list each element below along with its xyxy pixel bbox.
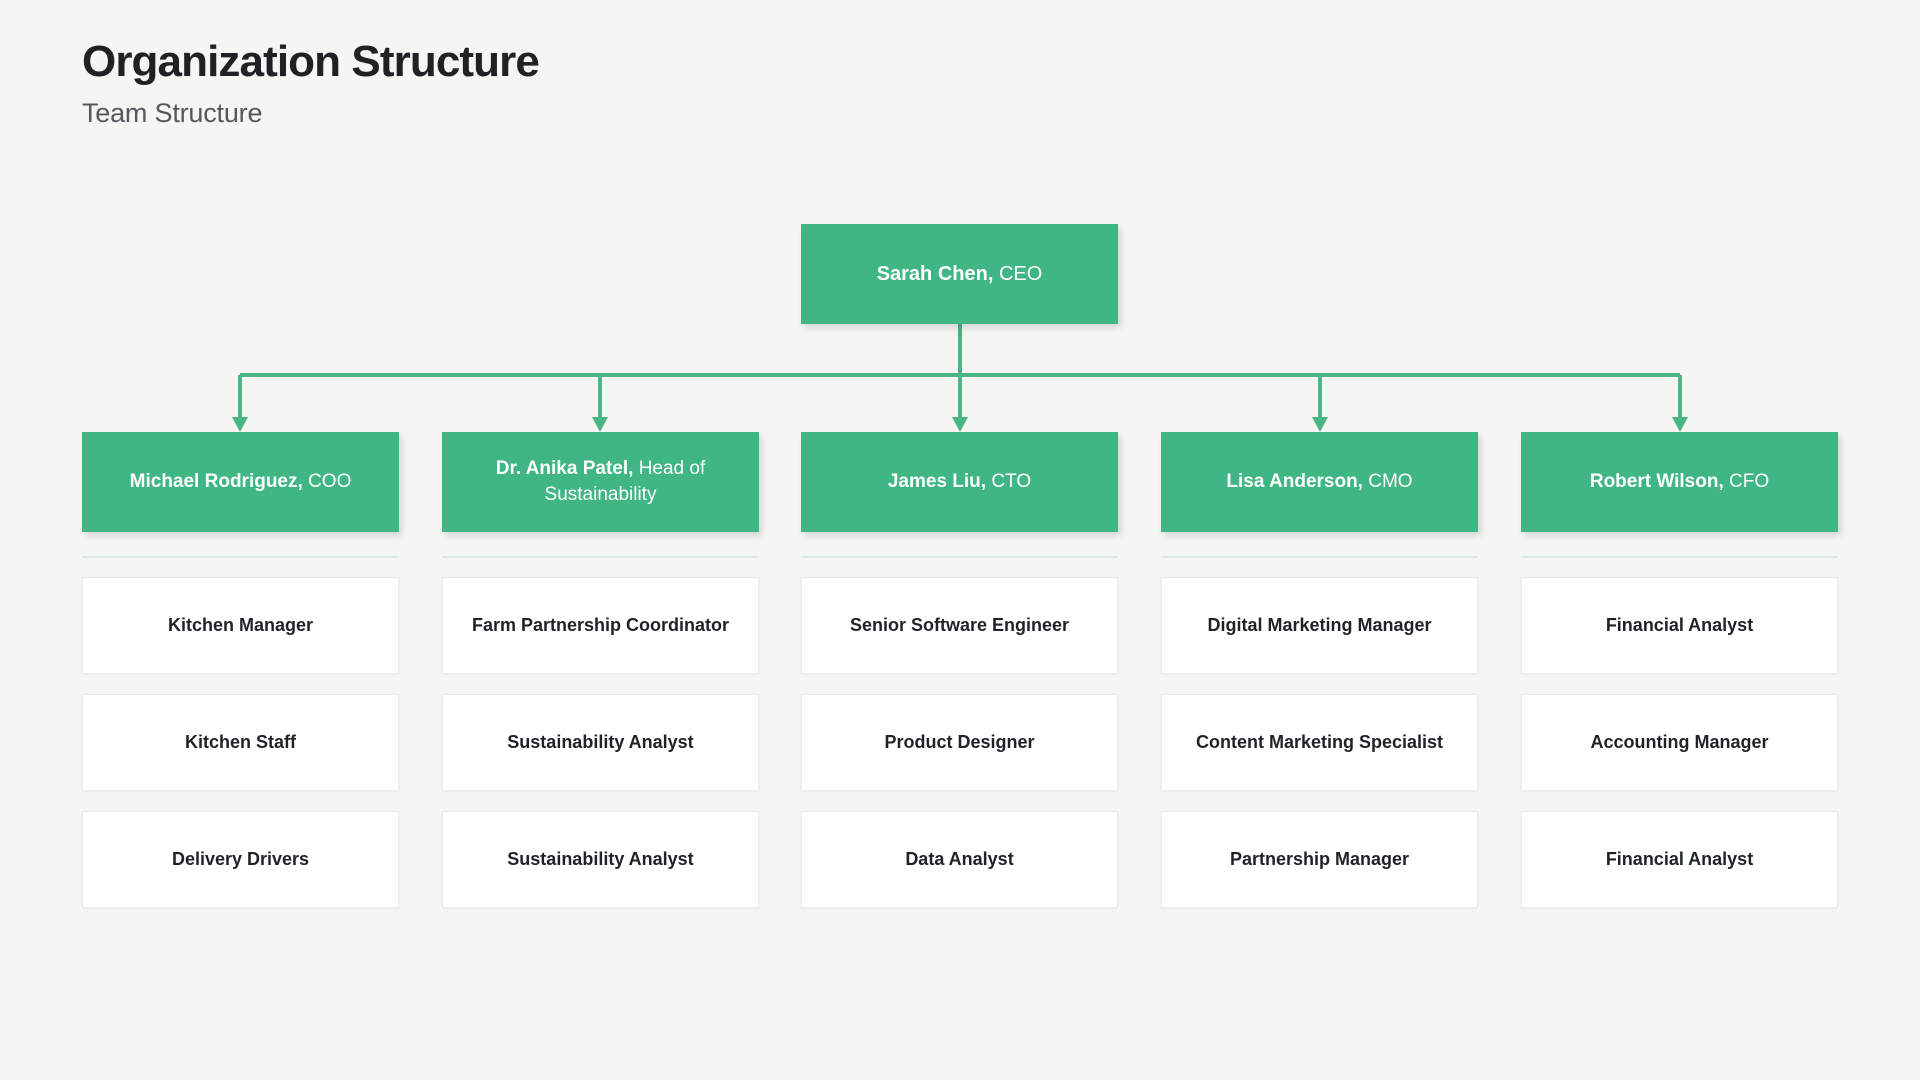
column-divider xyxy=(442,556,759,558)
node-manager-role: CMO xyxy=(1368,471,1413,493)
node-manager-name: James Liu, xyxy=(887,471,987,493)
arrowhead-4 xyxy=(1672,417,1688,432)
chart-header: Organization Structure Team Structure xyxy=(82,37,540,129)
node-manager-text: Michael Rodriguez, COO xyxy=(130,469,352,495)
node-manager-cmo[interactable]: Lisa Anderson, CMO xyxy=(1161,432,1478,532)
node-ceo-name: Sarah Chen, xyxy=(876,262,994,285)
report-card-label: Delivery Drivers xyxy=(171,848,310,869)
report-card-label: Senior Software Engineer xyxy=(849,614,1070,635)
report-card-label: Financial Analyst xyxy=(1605,848,1754,869)
report-card-label: Sustainability Analyst xyxy=(507,848,694,869)
node-manager-role: CTO xyxy=(991,471,1032,493)
node-manager-coo[interactable]: Michael Rodriguez, COO xyxy=(82,432,399,532)
column-divider xyxy=(1161,556,1478,558)
arrowhead-2 xyxy=(952,417,968,432)
report-card[interactable]: Product Designer xyxy=(801,694,1118,791)
node-manager-text: Lisa Anderson, CMO xyxy=(1226,469,1412,495)
node-manager-sustainability[interactable]: Dr. Anika Patel, Head of Sustainability xyxy=(442,432,759,532)
node-ceo-text: Sarah Chen, CEO xyxy=(877,261,1043,288)
report-card-label: Product Designer xyxy=(884,731,1035,752)
node-manager-text: Robert Wilson, CFO xyxy=(1590,469,1769,495)
report-card[interactable]: Delivery Drivers xyxy=(82,811,399,908)
report-card[interactable]: Content Marketing Specialist xyxy=(1161,694,1478,791)
report-card-label: Content Marketing Specialist xyxy=(1195,731,1444,752)
report-card[interactable]: Data Analyst xyxy=(801,811,1118,908)
node-ceo-role: CEO xyxy=(998,262,1043,285)
page-subtitle: Team Structure xyxy=(82,97,263,128)
report-card-label: Sustainability Analyst xyxy=(507,731,694,752)
column-divider xyxy=(82,556,399,558)
report-card[interactable]: Senior Software Engineer xyxy=(801,577,1118,674)
report-card-label: Kitchen Manager xyxy=(167,614,314,635)
report-card[interactable]: Accounting Manager xyxy=(1521,694,1838,791)
node-manager-cfo[interactable]: Robert Wilson, CFO xyxy=(1521,432,1838,532)
arrowhead-3 xyxy=(1312,417,1328,432)
page-title: Organization Structure xyxy=(82,37,540,86)
node-manager-text: James Liu, CTO xyxy=(888,469,1031,495)
report-card[interactable]: Sustainability Analyst xyxy=(442,811,759,908)
node-manager-cto[interactable]: James Liu, CTO xyxy=(801,432,1118,532)
node-manager-role: CFO xyxy=(1729,471,1770,493)
node-manager-name: Robert Wilson, xyxy=(1589,471,1724,493)
node-manager-role: Head of Sustainability xyxy=(544,458,706,505)
report-card[interactable]: Financial Analyst xyxy=(1521,577,1838,674)
node-manager-role: COO xyxy=(308,471,352,493)
node-manager-name: Michael Rodriguez, xyxy=(129,471,303,493)
report-card[interactable]: Digital Marketing Manager xyxy=(1161,577,1478,674)
report-card[interactable]: Kitchen Manager xyxy=(82,577,399,674)
column-divider xyxy=(1521,556,1838,558)
report-card-label: Kitchen Staff xyxy=(184,731,296,752)
report-card[interactable]: Kitchen Staff xyxy=(82,694,399,791)
report-card[interactable]: Partnership Manager xyxy=(1161,811,1478,908)
report-card-label: Accounting Manager xyxy=(1590,731,1769,752)
report-card-label: Digital Marketing Manager xyxy=(1207,614,1432,635)
node-manager-name: Dr. Anika Patel, xyxy=(495,458,634,480)
report-card-label: Data Analyst xyxy=(905,848,1014,869)
report-card[interactable]: Sustainability Analyst xyxy=(442,694,759,791)
report-card-label: Farm Partnership Coordinator xyxy=(471,614,730,635)
report-card[interactable]: Financial Analyst xyxy=(1521,811,1838,908)
report-card[interactable]: Farm Partnership Coordinator xyxy=(442,577,759,674)
report-card-label: Partnership Manager xyxy=(1229,848,1410,869)
column-divider xyxy=(801,556,1118,558)
report-card-label: Financial Analyst xyxy=(1605,614,1754,635)
arrowhead-0 xyxy=(232,417,248,432)
node-ceo[interactable]: Sarah Chen, CEO xyxy=(801,224,1118,324)
node-manager-name: Lisa Anderson, xyxy=(1226,471,1363,493)
arrowhead-1 xyxy=(592,417,608,432)
node-manager-text: Dr. Anika Patel, Head of Sustainability xyxy=(456,456,745,507)
